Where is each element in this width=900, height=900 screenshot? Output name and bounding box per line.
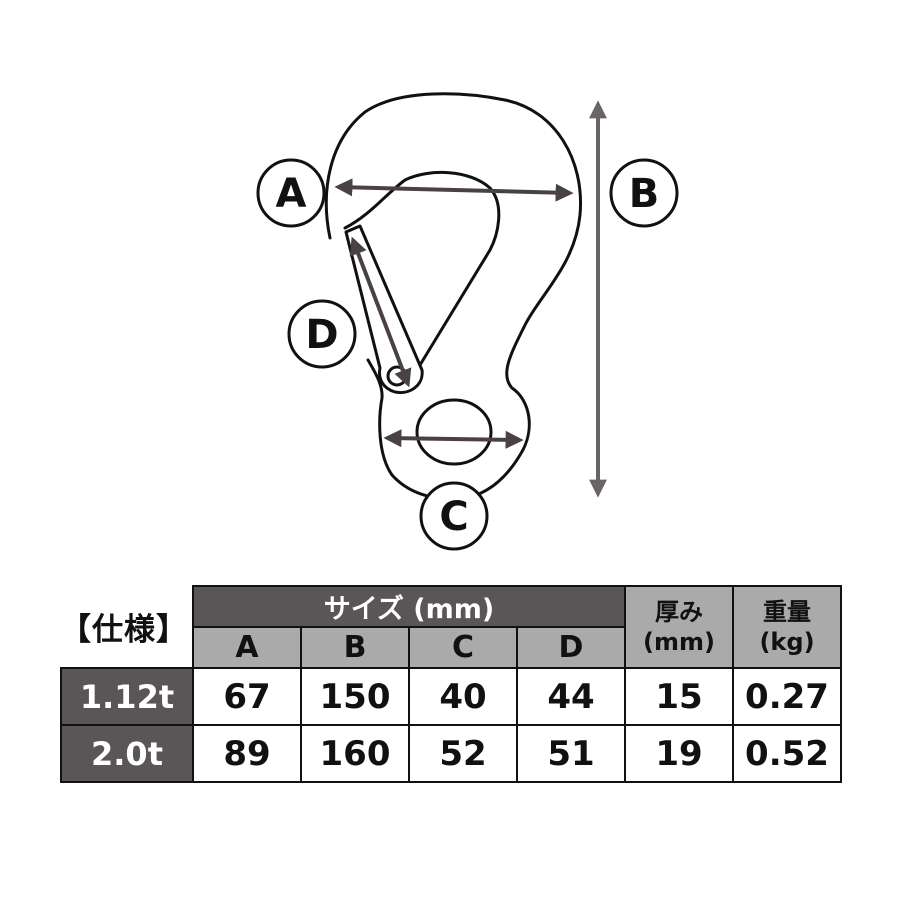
- cell-a: 89: [192, 724, 302, 783]
- callout-a-circle: [256, 158, 326, 228]
- weight-header: 重量 (kg): [732, 585, 842, 669]
- snap-hook-diagram: A B C D: [256, 92, 679, 551]
- size-column-c: C: [408, 626, 518, 669]
- dimension-arrow-d: [349, 236, 412, 388]
- callout-c-circle: [419, 481, 489, 551]
- callout-d-circle: [287, 299, 357, 369]
- callout-d-label: D: [305, 312, 338, 358]
- callout-b-label: B: [629, 171, 660, 217]
- header-row-columns: A B C D: [61, 626, 841, 669]
- weight-header-unit: (kg): [759, 628, 815, 656]
- cell-weight: 0.27: [732, 667, 842, 726]
- callout-c: C: [419, 481, 489, 551]
- size-column-d: D: [516, 626, 626, 669]
- callout-c-label: C: [439, 494, 468, 540]
- eye-hole: [415, 398, 493, 466]
- cell-b: 160: [300, 724, 410, 783]
- cell-b: 150: [300, 667, 410, 726]
- callout-b: B: [609, 158, 679, 228]
- hook-body-outline: [324, 92, 583, 501]
- table-row: 2.0t 89 160 52 51 19 0.52: [60, 724, 842, 783]
- weight-header-label: 重量: [763, 598, 811, 626]
- size-column-b: B: [300, 626, 410, 669]
- dimension-arrow-c: [383, 429, 524, 449]
- cell-thickness: 19: [624, 724, 734, 783]
- table-row: 1.12t 67 150 40 44 15 0.27: [60, 667, 842, 726]
- thickness-header-label: 厚み: [655, 598, 703, 626]
- thickness-header-unit: (mm): [643, 628, 715, 656]
- hook-throat-outline: [343, 170, 501, 367]
- row-model: 1.12t: [60, 667, 194, 726]
- size-group-header: サイズ (mm): [192, 585, 626, 628]
- size-column-a: A: [192, 626, 302, 669]
- cell-weight: 0.52: [732, 724, 842, 783]
- cell-d: 51: [516, 724, 626, 783]
- row-model: 2.0t: [60, 724, 194, 783]
- header-row-top: サイズ (mm) 厚み (mm) 重量 (kg): [61, 585, 842, 669]
- callout-a: A: [256, 158, 326, 228]
- callout-a-label: A: [276, 171, 307, 217]
- spec-heading: 【仕様】: [60, 612, 188, 648]
- cell-a: 67: [192, 667, 302, 726]
- spec-table: サイズ (mm) 厚み (mm) 重量 (kg) A B C D 1.12t 6…: [60, 585, 842, 783]
- cell-c: 40: [408, 667, 518, 726]
- callout-d: D: [287, 299, 357, 369]
- thickness-header: 厚み (mm): [624, 585, 734, 669]
- callout-b-circle: [609, 158, 679, 228]
- dimension-arrow-a: [334, 178, 574, 202]
- cell-c: 52: [408, 724, 518, 783]
- table-corner: [61, 586, 193, 668]
- cell-d: 44: [516, 667, 626, 726]
- cell-thickness: 15: [624, 667, 734, 726]
